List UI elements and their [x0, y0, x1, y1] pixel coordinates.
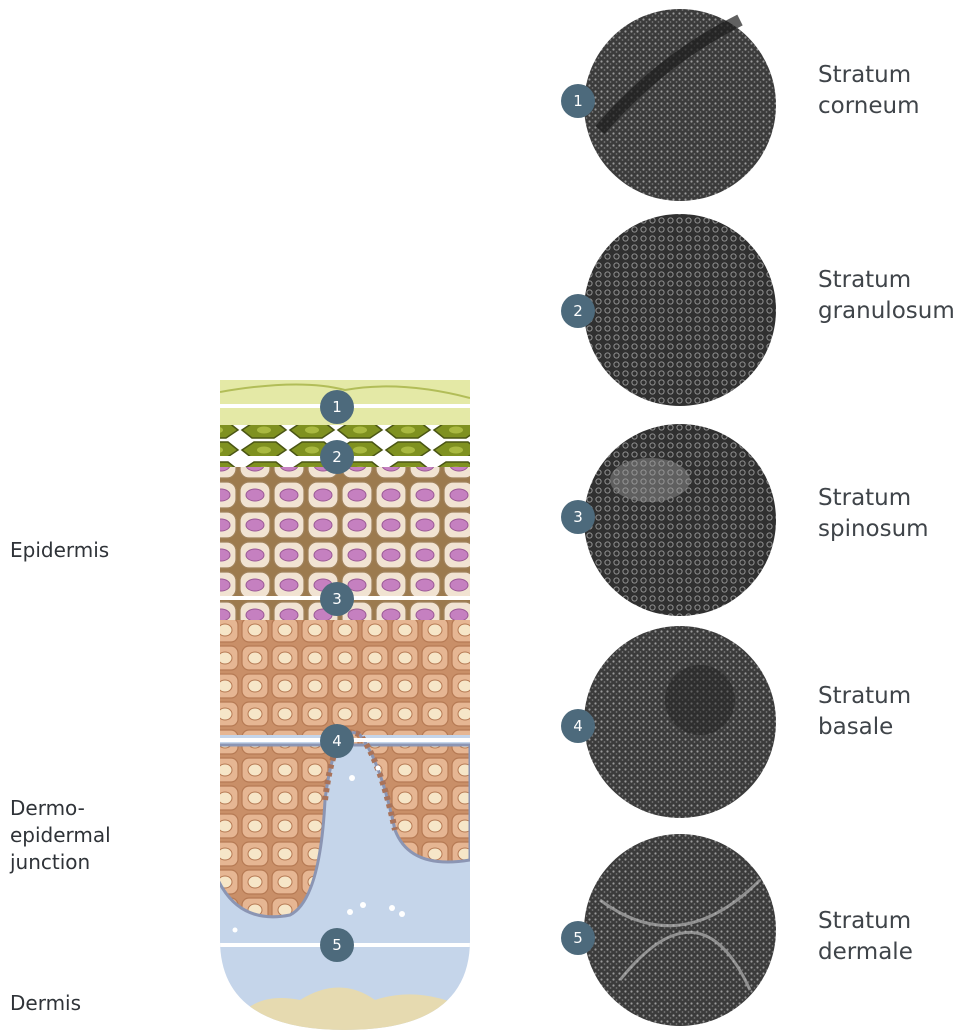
svg-text:5: 5	[332, 936, 342, 954]
svg-text:2: 2	[332, 448, 342, 466]
microscopy-image-3	[584, 424, 776, 616]
tissue-marker-3: 3	[320, 582, 354, 616]
svg-text:3: 3	[332, 590, 342, 608]
image-marker-5: 5	[561, 921, 595, 955]
layer-label-5: Stratum dermale	[818, 906, 913, 968]
microscopy-image-1	[584, 9, 776, 201]
svg-text:1: 1	[332, 398, 342, 416]
layer-label-4: Stratum basale	[818, 681, 911, 743]
epidermis-label: Epidermis	[10, 537, 109, 564]
layer-label-1: Stratum corneum	[818, 60, 919, 122]
image-marker-3: 3	[561, 500, 595, 534]
image-marker-1: 1	[561, 84, 595, 118]
svg-text:3: 3	[573, 508, 583, 526]
tissue-marker-4: 4	[320, 724, 354, 758]
junction-label: Dermo- epidermal junction	[10, 795, 111, 876]
microscopy-image-4	[584, 626, 776, 818]
image-markers: 1 2 3 4 5	[561, 84, 595, 955]
dermis-label: Dermis	[10, 990, 81, 1017]
layer-label-2: Stratum granulosum	[818, 265, 955, 327]
layer-label-3: Stratum spinosum	[818, 483, 929, 545]
svg-text:4: 4	[332, 732, 342, 750]
image-marker-4: 4	[561, 709, 595, 743]
svg-text:2: 2	[573, 302, 583, 320]
tissue-marker-5: 5	[320, 928, 354, 962]
microscopy-image-5	[584, 834, 776, 1026]
image-marker-2: 2	[561, 294, 595, 328]
svg-text:4: 4	[573, 717, 583, 735]
svg-text:5: 5	[573, 929, 583, 947]
microscopy-image-2	[584, 214, 776, 406]
tissue-marker-2: 2	[320, 440, 354, 474]
tissue-marker-1: 1	[320, 390, 354, 424]
svg-text:1: 1	[573, 92, 583, 110]
